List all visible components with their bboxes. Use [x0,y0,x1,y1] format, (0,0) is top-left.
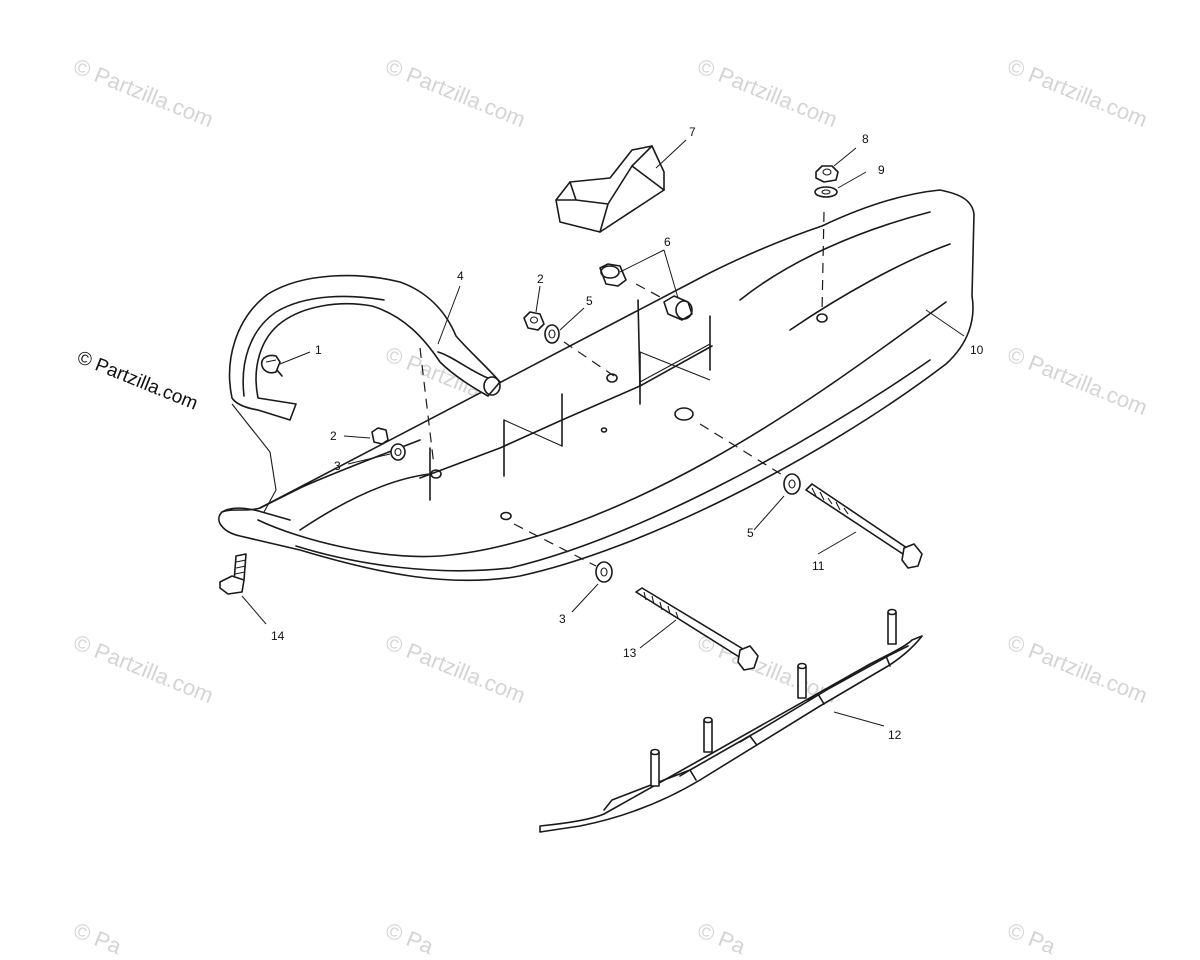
watermark: © Pa [694,917,750,959]
bolt-14[interactable] [219,553,247,595]
bolt-13[interactable] [635,587,759,671]
washer-9[interactable] [814,186,838,198]
bushing-6-upper[interactable] [599,263,627,287]
watermark: © Partzilla.com [382,629,529,708]
callout-3-lower: 3 [559,612,566,626]
watermark: © Partzilla.com [70,629,217,708]
callout-2-left: 2 [330,429,337,443]
washer-5-right[interactable] [783,473,801,495]
watermark: © Pa [1004,917,1060,959]
alignment-line-6-down [637,299,641,387]
watermark: © Partzilla.com [382,53,529,132]
clip-1[interactable] [260,354,281,374]
watermark: © Partzilla.com [1004,53,1151,132]
callout-labels: 1 2 3 4 2 5 6 7 8 9 10 11 12 13 14 3 5 [271,125,984,742]
callout-4: 4 [457,269,464,283]
alignment-line-3-lower [513,523,597,567]
callout-1: 1 [315,343,322,357]
alignment-line-1 [231,403,277,513]
watermark: © Pa [70,917,126,959]
callout-8: 8 [862,132,869,146]
watermark: © Pa [382,917,438,959]
watermark: © Partzilla.com [1004,341,1151,420]
washer-5-upper[interactable] [544,324,560,344]
bushing-6-lower[interactable] [663,295,693,321]
leader-lines [241,139,965,727]
wear-bar-12[interactable] [539,608,923,833]
ski-loop-handle[interactable] [228,274,501,421]
nut-8[interactable] [815,165,839,183]
callout-3-left: 3 [334,459,341,473]
callout-9: 9 [878,163,885,177]
watermark: © Partzilla.com [694,53,841,132]
alignment-line-6 [635,283,663,299]
watermark-side: © Partzilla.com [74,347,201,414]
washer-3-lower[interactable] [595,561,613,583]
callout-6: 6 [664,235,671,249]
wear-block[interactable] [555,145,665,233]
callout-11: 11 [812,559,825,573]
bolt-11[interactable] [805,483,923,569]
callout-14: 14 [271,629,285,643]
nut-2-left[interactable] [371,427,389,445]
watermark: © Partzilla.com [70,53,217,132]
callout-2-upper: 2 [537,272,544,286]
nut-2-upper[interactable] [523,311,545,331]
callout-10: 10 [970,343,984,357]
callout-13: 13 [623,646,637,660]
callout-7: 7 [689,125,696,139]
watermark: © Partzilla.com [1004,629,1151,708]
alignment-line-4 [419,347,435,467]
callout-5-right: 5 [747,526,754,540]
callout-5-upper: 5 [586,294,593,308]
callout-12: 12 [888,728,902,742]
ski-body[interactable] [218,189,975,582]
washer-3-left[interactable] [390,443,406,461]
